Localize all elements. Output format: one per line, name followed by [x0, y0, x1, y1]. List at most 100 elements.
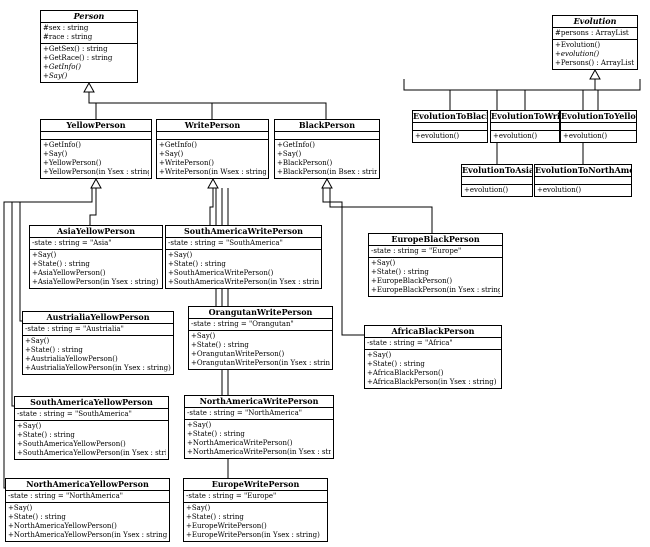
- operation: +State() : string: [8, 513, 66, 521]
- operation: +Say(): [43, 72, 68, 80]
- operations-compartment: +Say()+State() : string+NorthAmericaWrit…: [185, 420, 333, 458]
- operation: +SouthAmericaWritePerson(in Ysex : strin…: [168, 278, 319, 286]
- class-box-evolution-to-asia: EvolutionToAsia+evolution(): [461, 164, 533, 197]
- operation: +State() : string: [17, 431, 75, 439]
- attributes-compartment: [462, 177, 532, 185]
- operation: +GetInfo(): [159, 141, 197, 149]
- operation: +OrangutanWritePerson(): [191, 350, 285, 358]
- attributes-compartment: [561, 123, 636, 131]
- class-box-evolution-to-write: EvolutionToWrite +evolution(): [490, 110, 560, 143]
- operations-compartment: +Say()+State() : string+AsiaYellowPerson…: [30, 250, 162, 288]
- class-name: EvolutionToWrite: [491, 111, 559, 123]
- operations-compartment: +GetInfo()+Say()+WritePerson()+WritePers…: [157, 140, 268, 178]
- operation: +GetInfo(): [277, 141, 315, 149]
- attribute: -state : string = "Europe": [186, 492, 277, 500]
- class-box-europe-black-person: EuropeBlackPerson-state : string = "Euro…: [368, 233, 503, 297]
- class-name: EvolutionToYellow: [561, 111, 636, 123]
- attributes-compartment: -state : string = "NorthAmerica": [185, 408, 333, 420]
- class-name: AsiaYellowPerson: [30, 226, 162, 238]
- class-name: SouthAmericaYellowPerson: [15, 397, 168, 409]
- class-box-evolution: Evolution#persons : ArrayList+Evolution(…: [552, 15, 638, 70]
- operation: +NorthAmericaWritePerson(): [187, 439, 293, 447]
- operation: +EuropeWritePerson(in Ysex : string): [186, 531, 320, 539]
- class-name: EvolutionToAsia: [462, 165, 532, 177]
- attribute: -state : string = "Orangutan": [191, 320, 294, 328]
- class-box-orangutan-write-person: OrangutanWritePerson-state : string = "O…: [188, 306, 333, 370]
- generalization-edge-europe-black-person: [329, 188, 433, 233]
- operations-compartment: +evolution(): [491, 131, 559, 142]
- operations-compartment: +GetInfo()+Say()+YellowPerson()+YellowPe…: [41, 140, 151, 178]
- operation: +Persons() : ArrayList: [555, 59, 635, 67]
- class-box-evolution-to-north-america: EvolutionToNorthAmerica +evolution(): [534, 164, 632, 197]
- generalization-edge-black-person: [88, 92, 327, 119]
- operations-compartment: +evolution(): [535, 185, 631, 196]
- attributes-compartment: [535, 177, 631, 185]
- attribute: -state : string = "SouthAmerica": [168, 239, 283, 247]
- attributes-compartment: [275, 132, 379, 140]
- class-name: YellowPerson: [41, 120, 151, 132]
- operations-compartment: +GetSex() : string+GetRace() : string+Ge…: [41, 44, 137, 82]
- operation: +Say(): [277, 150, 302, 158]
- operation: +Say(): [25, 337, 50, 345]
- generalization-edge-asia-yellow-person: [89, 188, 97, 225]
- operation: +evolution(): [537, 186, 582, 194]
- attribute: #sex : string: [43, 24, 89, 32]
- attribute: -state : string = "Asia": [32, 239, 112, 247]
- generalization-edge-evolution-to-black: [449, 79, 596, 110]
- class-name: EuropeBlackPerson: [369, 234, 502, 246]
- operation: +Say(): [191, 332, 216, 340]
- attribute: -state : string = "NorthAmerica": [8, 492, 123, 500]
- operation: +SouthAmericaWritePerson(): [168, 269, 274, 277]
- operation: +State() : string: [186, 513, 244, 521]
- generalization-edge-evolution-to-write: [524, 79, 596, 110]
- attribute: -state : string = "NorthAmerica": [187, 409, 302, 417]
- operation: +GetSex() : string: [43, 45, 108, 53]
- attributes-compartment: [157, 132, 268, 140]
- operation: +State() : string: [187, 430, 245, 438]
- operations-compartment: +Say()+State() : string+EuropeBlackPerso…: [369, 258, 502, 296]
- generalization-arrowhead-evolution: [589, 68, 601, 80]
- operation: +State() : string: [25, 346, 83, 354]
- operation: +GetRace() : string: [43, 54, 113, 62]
- attributes-compartment: [41, 132, 151, 140]
- attribute: -state : string = "Africa": [367, 339, 453, 347]
- operation: +evolution(): [555, 50, 600, 58]
- operations-compartment: +Say()+State() : string+OrangutanWritePe…: [189, 331, 332, 369]
- operation: +evolution(): [415, 132, 460, 140]
- attributes-compartment: #sex : string#race : string: [41, 23, 137, 44]
- operations-compartment: +Evolution()+evolution()+Persons() : Arr…: [553, 40, 637, 69]
- operation: +EuropeBlackPerson(in Ysex : string): [371, 286, 500, 294]
- class-name: AfricaBlackPerson: [365, 326, 501, 338]
- operation: +WritePerson(in Wsex : string): [159, 168, 266, 176]
- class-box-africa-black-person: AfricaBlackPerson-state : string = "Afri…: [364, 325, 502, 389]
- class-name: SouthAmericaWritePerson: [166, 226, 321, 238]
- operation: +State() : string: [191, 341, 249, 349]
- class-name: OrangutanWritePerson: [189, 307, 332, 319]
- attributes-compartment: -state : string = "NorthAmerica": [6, 491, 169, 503]
- operation: +BlackPerson(): [277, 159, 333, 167]
- class-name: NorthAmericaWritePerson: [185, 396, 333, 408]
- class-name: EvolutionToNorthAmerica: [535, 165, 631, 177]
- attributes-compartment: [413, 123, 487, 131]
- class-box-person: Person#sex : string#race : string+GetSex…: [40, 10, 138, 83]
- attributes-compartment: -state : string = "Europe": [369, 246, 502, 258]
- operations-compartment: +Say()+State() : string +AustrialiaYellow…: [23, 336, 173, 374]
- operation: +NorthAmericaYellowPerson(): [8, 522, 117, 530]
- operations-compartment: +Say()+State() : string+SouthAmericaWrit…: [166, 250, 321, 288]
- operation: +AustrialiaYellowPerson(in Ysex : string…: [25, 364, 171, 372]
- operation: +AsiaYellowPerson(): [32, 269, 106, 277]
- generalization-edge-yellow-person: [88, 92, 97, 119]
- operation: +SouthAmericaYellowPerson(): [17, 440, 126, 448]
- operation: +SouthAmericaYellowPerson(in Ysex : stri…: [17, 449, 166, 457]
- generalization-edge-evolution-to-yellow: [594, 79, 599, 110]
- operation: +evolution(): [563, 132, 608, 140]
- operation: +Say(): [168, 251, 193, 259]
- generalization-arrowhead-person: [83, 81, 95, 93]
- operation: +YellowPerson(): [43, 159, 102, 167]
- operations-compartment: +GetInfo()+Say()+BlackPerson()+BlackPers…: [275, 140, 379, 178]
- class-box-north-america-write-person: NorthAmericaWritePerson-state : string =…: [184, 395, 334, 459]
- attributes-compartment: -state : string = "Asia": [30, 238, 162, 250]
- class-box-south-america-write-person: SouthAmericaWritePerson-state : string =…: [165, 225, 322, 289]
- operation: +evolution(): [493, 132, 538, 140]
